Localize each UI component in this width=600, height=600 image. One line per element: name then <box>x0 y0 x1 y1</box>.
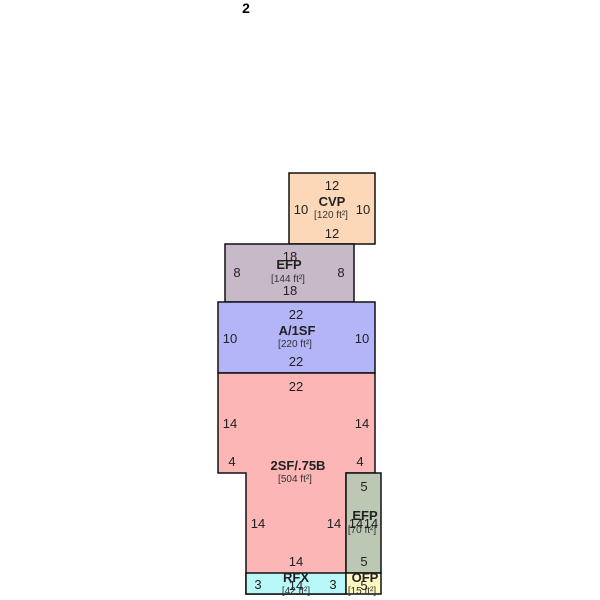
main-code: 2SF/.75B <box>271 458 326 473</box>
efp-side-bottom-dim: 5 <box>360 554 367 569</box>
efp-top-code: EFP <box>276 257 302 272</box>
main-left-lower-dim: 14 <box>251 516 265 531</box>
efp-top-left-dim: 8 <box>233 265 240 280</box>
ofp-area: [15 ft²] <box>348 586 377 597</box>
cvp-left-dim: 10 <box>294 202 308 217</box>
efp-side-code: EFP <box>352 508 378 523</box>
rfx-center-dim: 14 <box>289 578 303 593</box>
area-efp-side[interactable]: 5 EFP [70 ft²] 14 14 5 <box>345 472 382 574</box>
a1sf-shape <box>217 301 376 374</box>
efp-top-right-dim: 8 <box>337 265 344 280</box>
area-a1sf[interactable]: 22 A/1SF [220 ft²] 10 10 22 <box>217 301 376 374</box>
area-ofp[interactable]: OFP 5 [15 ft²] <box>345 570 382 597</box>
area-cvp[interactable]: 12 CVP [120 ft²] 10 10 12 <box>288 172 376 245</box>
efp-side-left-dim: 14 <box>349 516 363 531</box>
rfx-right-dim: 3 <box>329 577 336 592</box>
cvp-bottom-dim: 12 <box>325 226 339 241</box>
efp-top-top-dim: 18 <box>283 249 297 264</box>
area-rfx[interactable]: 3 RFX 14 [42 ft²] 3 <box>245 570 347 597</box>
cvp-code: CVP <box>319 194 346 209</box>
efp-side-area: [70 ft²] <box>348 525 377 536</box>
main-left-upper-dim: 14 <box>223 416 237 431</box>
ofp-shape <box>345 572 382 595</box>
ofp-center-dim: 5 <box>360 578 367 593</box>
a1sf-area: [220 ft²] <box>278 339 312 350</box>
efp-side-top-dim: 5 <box>360 479 367 494</box>
a1sf-bottom-dim: 22 <box>289 354 303 369</box>
a1sf-left-dim: 10 <box>223 331 237 346</box>
efp-side-right-dim: 14 <box>364 516 378 531</box>
page-number: 2 <box>242 0 250 16</box>
main-top-dim: 22 <box>289 379 303 394</box>
main-right-upper-dim: 14 <box>355 416 369 431</box>
efp-top-bottom-dim: 18 <box>283 283 297 298</box>
area-efp-top[interactable]: 18 EFP [144 ft²] 8 8 18 <box>224 243 355 303</box>
cvp-area: [120 ft²] <box>314 210 348 221</box>
main-area: [504 ft²] <box>278 474 312 485</box>
main-bottom-dim: 14 <box>289 554 303 569</box>
efp-top-shape <box>224 243 355 303</box>
ofp-code: OFP <box>352 570 379 585</box>
main-right-lower-dim: 14 <box>327 516 341 531</box>
rfx-left-dim: 3 <box>254 577 261 592</box>
efp-top-area: [144 ft²] <box>271 274 305 285</box>
cvp-top-dim: 12 <box>325 178 339 193</box>
main-step-right-dim: 4 <box>356 454 363 469</box>
rfx-area: [42 ft²] <box>282 586 311 597</box>
area-main[interactable]: 22 14 14 4 4 2SF/.75B [504 ft²] 14 14 14 <box>217 372 376 595</box>
a1sf-top-dim: 22 <box>289 307 303 322</box>
efp-side-shape <box>345 472 382 574</box>
a1sf-right-dim: 10 <box>355 331 369 346</box>
a1sf-code: A/1SF <box>279 323 316 338</box>
rfx-code: RFX <box>283 570 309 585</box>
cvp-right-dim: 10 <box>356 202 370 217</box>
main-step-left-dim: 4 <box>228 454 235 469</box>
cvp-shape <box>288 172 376 245</box>
